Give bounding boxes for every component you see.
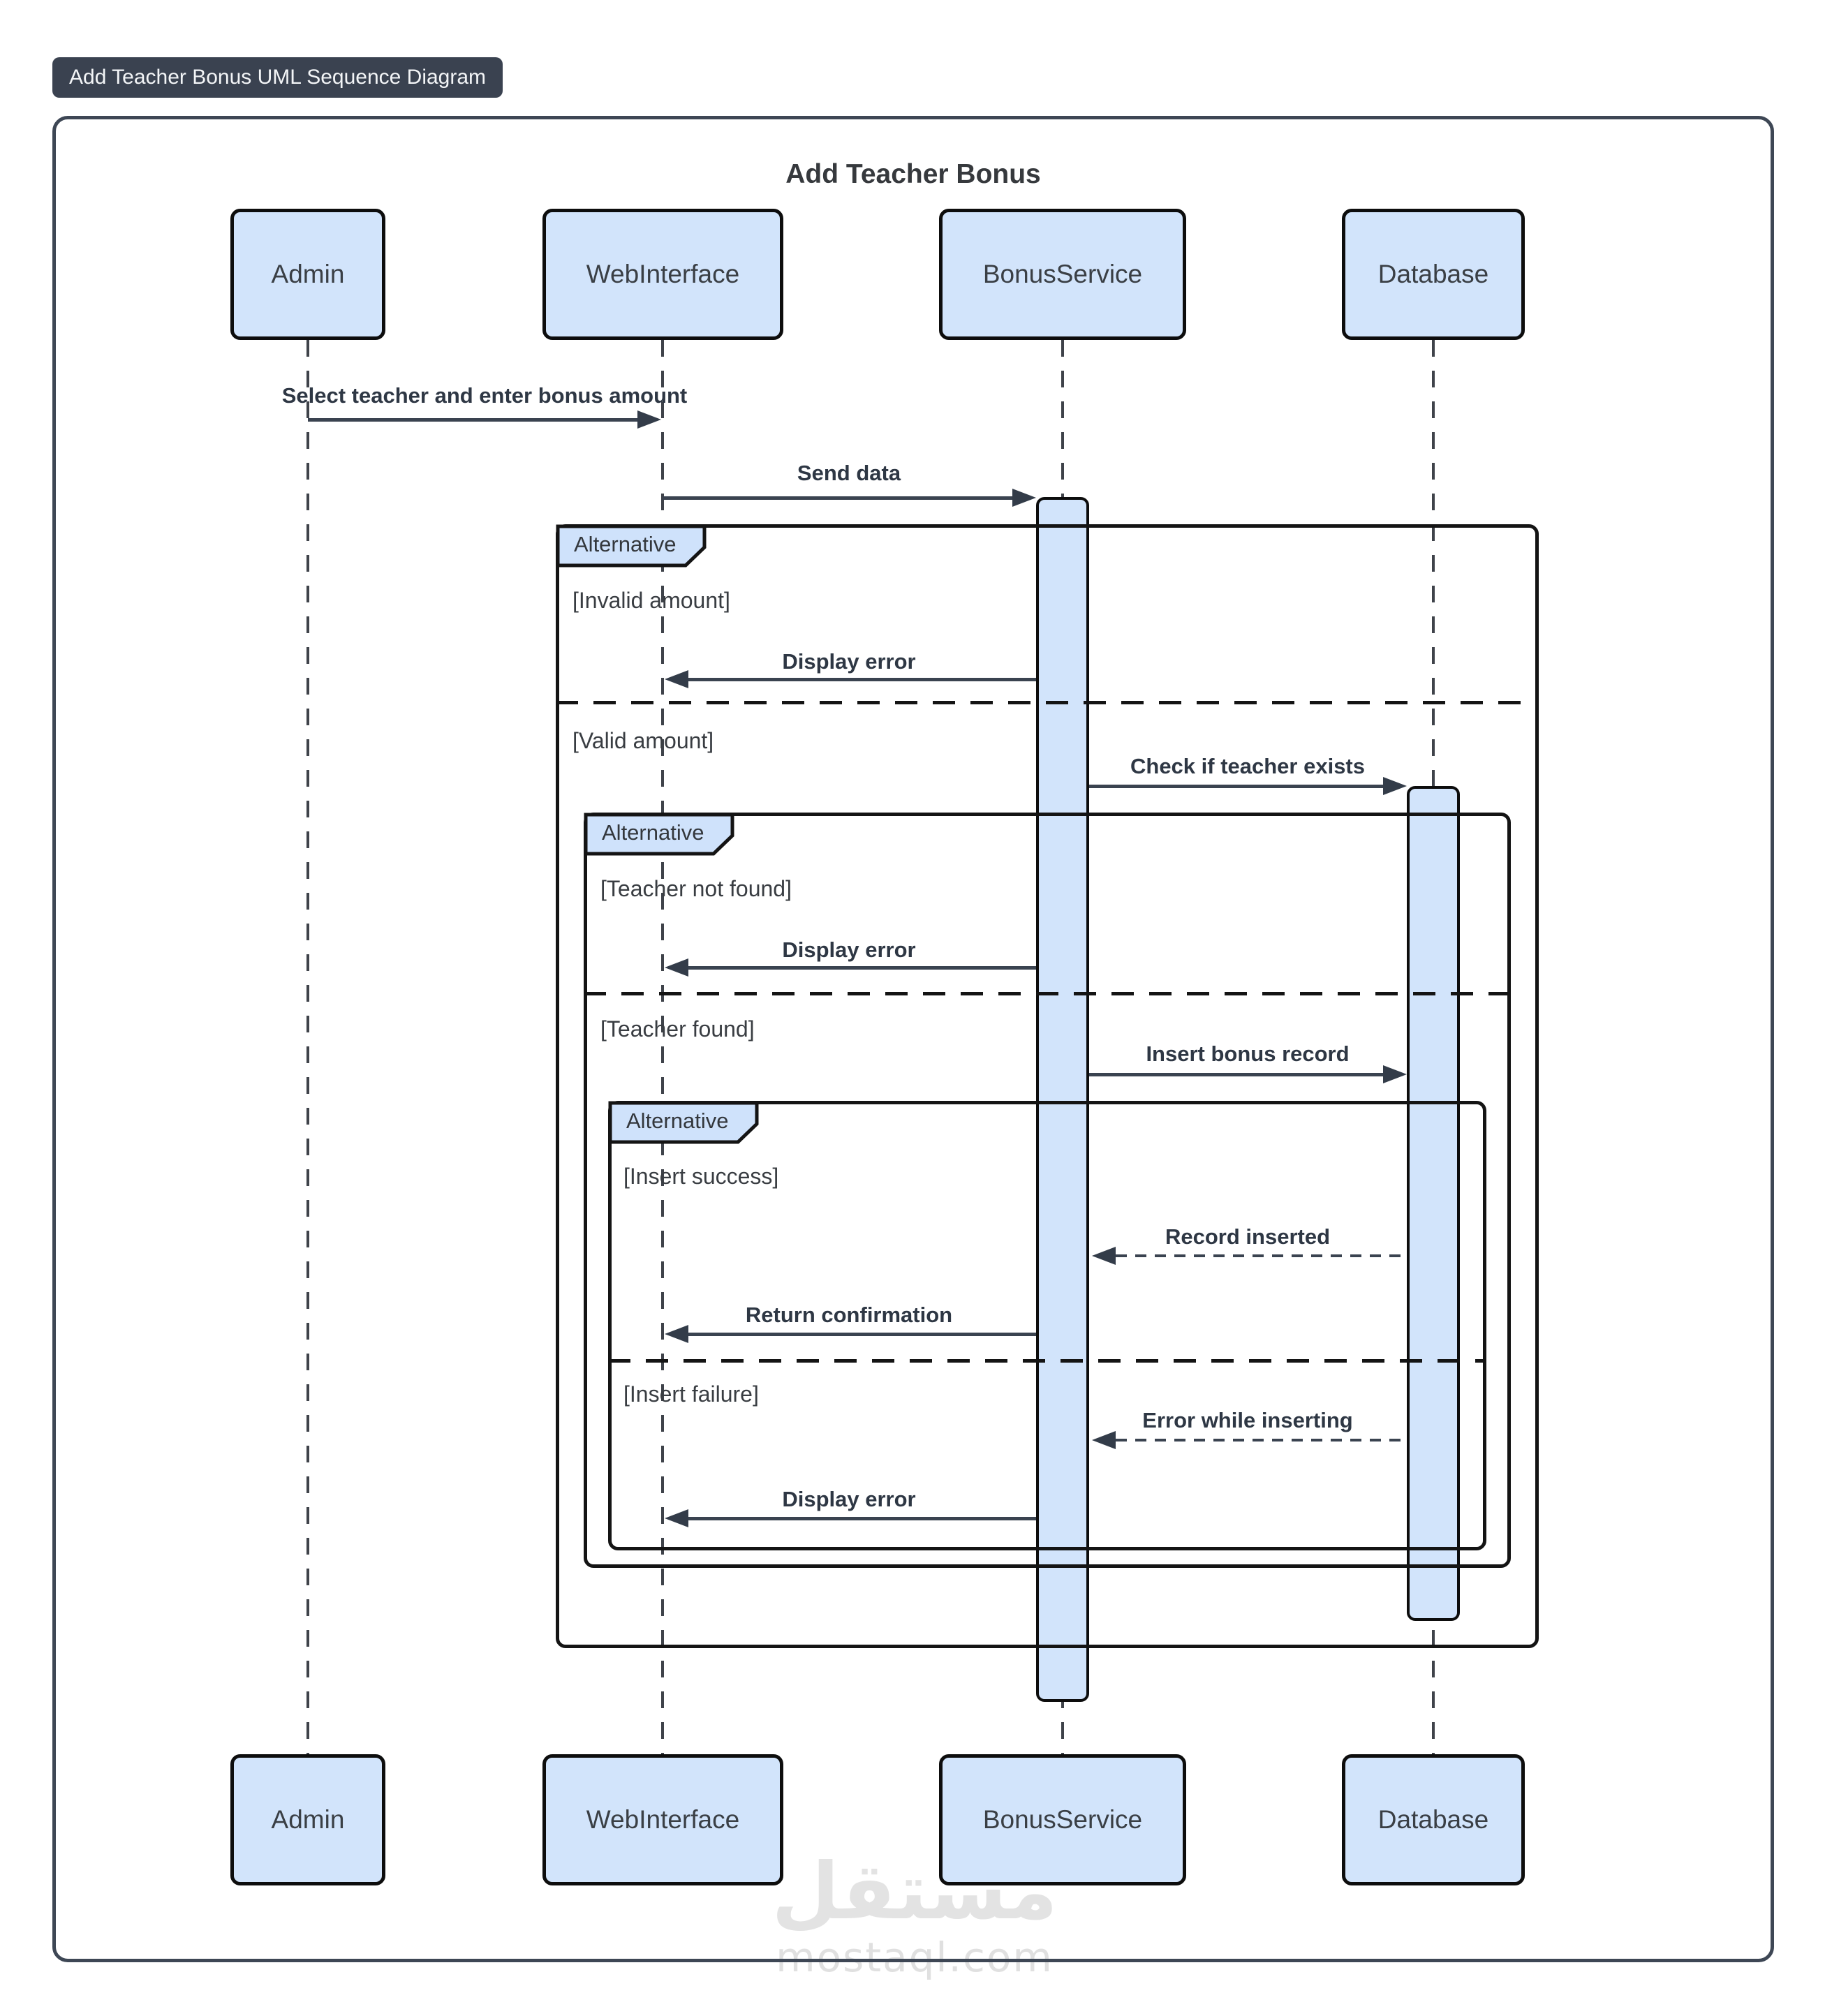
arrowhead-right-icon [1383, 1065, 1407, 1083]
alt-divider-teacher [584, 992, 1511, 995]
participant-box-database-top: Database [1342, 209, 1525, 340]
participant-label: Admin [271, 260, 345, 288]
alt-label-tab-teacher: Alternative [584, 813, 734, 856]
arrowhead-left-icon [1092, 1431, 1116, 1449]
activation-bar-bonusservice [1036, 497, 1089, 1702]
message-line-display-error-2 [688, 966, 1036, 970]
arrowhead-left-icon [665, 1325, 688, 1343]
participant-label: WebInterface [586, 260, 740, 288]
message-line-return-confirmation [688, 1333, 1036, 1336]
diagram-frame [52, 116, 1774, 1962]
alt-frame-teacher [584, 813, 1511, 1568]
participant-box-bonusservice-bottom: BonusService [939, 1754, 1186, 1885]
message-label-display-error-1: Display error [782, 649, 916, 674]
message-line-select-teacher [308, 418, 637, 422]
participant-box-admin-bottom: Admin [230, 1754, 385, 1885]
alt-label-amount: Alternative [574, 532, 677, 556]
message-label-insert-bonus: Insert bonus record [1146, 1042, 1350, 1066]
message-label-return-confirmation: Return confirmation [745, 1303, 953, 1327]
watermark-arabic: مستقل [771, 1846, 1058, 1937]
participant-label: Database [1377, 1805, 1489, 1834]
message-label-check-teacher: Check if teacher exists [1130, 754, 1366, 778]
alt-divider-insert [608, 1359, 1486, 1363]
participant-box-admin-top: Admin [230, 209, 385, 340]
message-label-send-data: Send data [797, 461, 901, 485]
message-label-error-inserting: Error while inserting [1142, 1408, 1353, 1432]
arrowhead-left-icon [665, 1509, 688, 1527]
arrowhead-right-icon [637, 410, 661, 429]
message-label-record-inserted: Record inserted [1165, 1224, 1331, 1249]
message-line-insert-bonus [1089, 1073, 1383, 1076]
guard-insert-failure: [Insert failure] [623, 1381, 759, 1407]
diagram-title: Add Teacher Bonus [785, 159, 1041, 189]
guard-insert-success: [Insert success] [623, 1164, 779, 1189]
message-line-display-error-1 [688, 678, 1036, 681]
message-label-display-error-2: Display error [782, 937, 916, 962]
lifeline-admin [306, 340, 309, 1754]
alt-divider-amount [556, 701, 1539, 704]
message-line-check-teacher [1089, 785, 1383, 788]
arrowhead-right-icon [1383, 777, 1407, 795]
message-line-record-inserted [1116, 1254, 1407, 1257]
guard-teacher-found: [Teacher found] [600, 1016, 755, 1042]
participant-label: Database [1377, 260, 1489, 288]
guard-valid-amount: [Valid amount] [572, 728, 714, 753]
alt-frame-insert [608, 1101, 1486, 1550]
participant-label: BonusService [982, 1805, 1143, 1834]
message-label-select-teacher: Select teacher and enter bonus amount [281, 383, 688, 408]
participant-box-database-bottom: Database [1342, 1754, 1525, 1885]
message-label-display-error-3: Display error [782, 1487, 916, 1511]
guard-invalid-amount: [Invalid amount] [572, 588, 730, 613]
arrowhead-left-icon [1092, 1247, 1116, 1265]
alt-label-tab-amount: Alternative [556, 524, 707, 568]
message-line-send-data [663, 496, 1012, 500]
alt-frame-amount [556, 524, 1539, 1648]
guard-teacher-not-found: [Teacher not found] [600, 876, 792, 901]
alt-tab-shape [584, 813, 734, 856]
participant-box-bonusservice-top: BonusService [939, 209, 1186, 340]
arrowhead-left-icon [665, 958, 688, 977]
title-badge: Add Teacher Bonus UML Sequence Diagram [52, 57, 503, 98]
participant-label: WebInterface [586, 1805, 740, 1834]
message-line-error-inserting [1116, 1439, 1407, 1441]
participant-box-webinterface-top: WebInterface [542, 209, 783, 340]
participant-box-webinterface-bottom: WebInterface [542, 1754, 783, 1885]
alt-tab-shape [556, 524, 707, 568]
watermark-latin: mostaql.com [776, 1934, 1054, 1981]
alt-label-tab-insert: Alternative [608, 1101, 759, 1144]
message-line-display-error-3 [688, 1517, 1036, 1520]
alt-tab-shape [608, 1101, 759, 1144]
arrowhead-left-icon [665, 670, 688, 688]
alt-label-teacher: Alternative [602, 820, 704, 845]
lifeline-webinterface [661, 340, 664, 1754]
participant-label: BonusService [982, 260, 1143, 288]
participant-label: Admin [271, 1805, 345, 1834]
alt-label-insert: Alternative [626, 1109, 729, 1133]
arrowhead-right-icon [1012, 489, 1036, 507]
activation-bar-database [1407, 786, 1460, 1621]
